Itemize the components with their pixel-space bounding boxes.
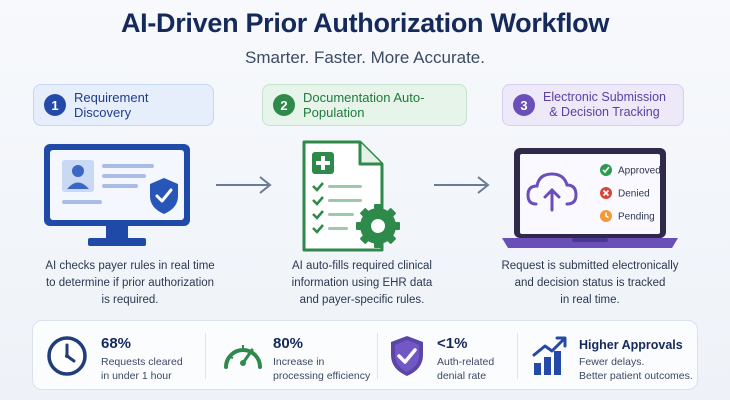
stat-caption-line: in under 1 hour xyxy=(101,370,172,382)
step-label-line: Electronic Submission xyxy=(543,90,666,104)
description-line: to determine if prior authorization xyxy=(45,277,215,289)
stat-caption-line: Requests cleared xyxy=(101,356,183,368)
description-line: and payer-specific rules. xyxy=(299,294,425,306)
page-title: AI-Driven Prior Authorization Workflow xyxy=(120,8,610,38)
step-description: AI checks payer rules in real time to de… xyxy=(30,258,230,309)
step-description: Request is submitted electronically and … xyxy=(490,258,690,309)
status-denied: Denied xyxy=(600,187,650,200)
laptop-cloud-upload-icon: Approved Denied Pending xyxy=(502,148,678,248)
monitor-profile-icon xyxy=(44,144,190,246)
stat-caption: Increase in processing efficiency xyxy=(273,355,370,383)
divider xyxy=(517,333,518,379)
description-line: AI auto-fills required clinical xyxy=(292,260,432,272)
status-denied-label: Denied xyxy=(618,189,650,200)
stat-caption-line: denial rate xyxy=(437,370,487,382)
step-label: Documentation Auto-Population xyxy=(303,90,425,120)
step-label-line: & Decision Tracking xyxy=(549,105,660,119)
shield-check-icon xyxy=(391,336,423,376)
stat-caption: Auth-related denial rate xyxy=(437,355,494,383)
step-electronic-submission: 3 Electronic Submission & Decision Track… xyxy=(502,84,684,126)
stat-caption-line: Increase in xyxy=(273,356,325,368)
stat-value: <1% xyxy=(437,335,468,352)
stat-caption: Requests cleared in under 1 hour xyxy=(101,355,183,383)
stat-requests-cleared: 68% Requests cleared in under 1 hour xyxy=(33,321,213,391)
description-line: in real time. xyxy=(560,294,620,306)
document-checklist-icon xyxy=(302,140,400,252)
description-line: AI checks payer rules in real time xyxy=(45,260,215,272)
description-line: information using EHR data xyxy=(291,277,433,289)
step-number-badge: 2 xyxy=(273,94,295,116)
status-approved-label: Approved xyxy=(618,166,661,177)
page-subtitle: Smarter. Faster. More Accurate. xyxy=(245,48,485,67)
stat-processing-efficiency: 80% Increase in processing efficiency xyxy=(213,321,383,391)
stat-value: Higher Approvals xyxy=(579,338,683,352)
status-pending: Pending xyxy=(600,210,655,223)
divider xyxy=(205,333,206,379)
description-line: Request is submitted electronically xyxy=(501,260,679,272)
stat-higher-approvals: Higher Approvals Fewer delays. Better pa… xyxy=(523,321,699,391)
step-requirement-discovery: 1 Requirement Discovery xyxy=(33,84,214,126)
step-description: AI auto-fills required clinical informat… xyxy=(262,258,462,309)
step-number-badge: 1 xyxy=(44,94,66,116)
status-pending-label: Pending xyxy=(618,212,655,223)
speedometer-icon xyxy=(224,345,262,369)
arrow-right-icon xyxy=(434,176,490,194)
stat-value: 80% xyxy=(273,335,304,352)
clock-icon xyxy=(47,336,87,376)
stat-caption: Fewer delays. Better patient outcomes. xyxy=(579,355,693,383)
stats-bar: 68% Requests cleared in under 1 hour 80%… xyxy=(32,320,698,390)
description-line: and decision status is tracked xyxy=(514,277,666,289)
step-documentation-auto-population: 2 Documentation Auto-Population xyxy=(262,84,467,126)
stat-value: 68% xyxy=(101,335,132,352)
step-label: Requirement Discovery xyxy=(74,90,149,120)
stat-denial-rate: <1% Auth-related denial rate xyxy=(383,321,518,391)
stat-caption-line: Fewer delays. xyxy=(579,356,645,368)
stat-caption-line: processing efficiency xyxy=(273,370,371,382)
status-approved: Approved xyxy=(600,164,661,177)
description-line: is required. xyxy=(101,294,159,306)
stat-caption-line: Better patient outcomes. xyxy=(579,370,693,382)
step-number-badge: 3 xyxy=(513,94,535,116)
stat-caption-line: Auth-related xyxy=(437,356,495,368)
divider xyxy=(377,333,378,379)
growth-chart-icon xyxy=(532,336,567,375)
step-label: Electronic Submission & Decision Trackin… xyxy=(543,90,666,120)
arrow-right-icon xyxy=(216,176,272,194)
